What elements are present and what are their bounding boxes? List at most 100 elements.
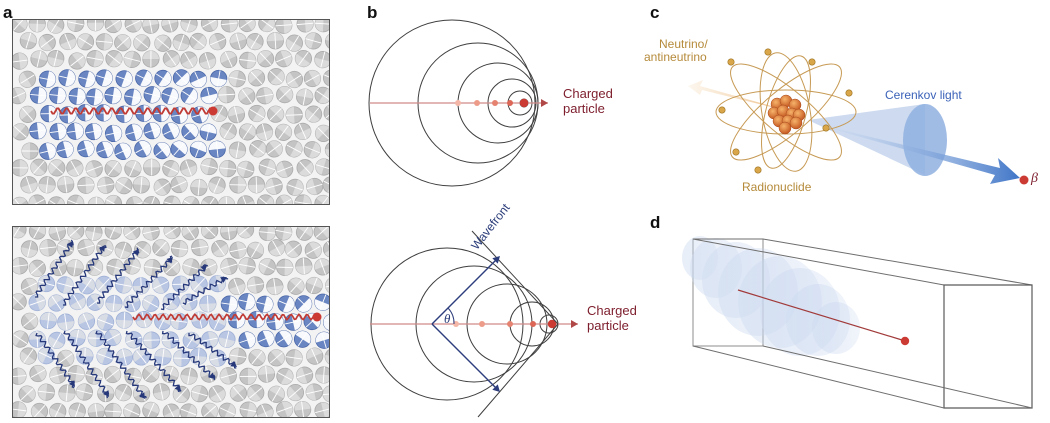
dipole-molecule-icon bbox=[85, 258, 104, 276]
dipole-molecule-icon bbox=[87, 403, 105, 417]
dipole-molecule-icon bbox=[267, 105, 285, 123]
dipole-molecule-icon bbox=[115, 177, 133, 195]
emission-wave-up bbox=[35, 239, 74, 298]
dipole-molecule-icon bbox=[247, 176, 266, 194]
arrow-head-icon bbox=[66, 241, 73, 248]
dipole-molecule-icon bbox=[305, 383, 323, 401]
dipole-molecule-icon bbox=[47, 49, 65, 68]
dipole-molecule-icon bbox=[266, 312, 284, 331]
dipole-molecule-icon bbox=[37, 383, 55, 401]
dipole-molecule-icon bbox=[304, 105, 323, 123]
dipole-molecule-icon bbox=[285, 349, 303, 367]
dipole-molecule-icon bbox=[275, 330, 293, 348]
dipole-molecule-icon bbox=[238, 87, 256, 105]
dipole-molecule-icon bbox=[96, 347, 114, 365]
dipole-molecule-icon bbox=[153, 142, 171, 160]
dipole-molecule-icon bbox=[105, 294, 123, 313]
dipole-molecule-icon bbox=[97, 176, 115, 194]
dipole-molecule-icon bbox=[229, 347, 247, 365]
dipole-molecule-icon bbox=[181, 227, 199, 241]
dipole-molecule-icon bbox=[56, 276, 74, 294]
dipole-molecule-icon bbox=[124, 88, 142, 106]
dipole-molecule-icon bbox=[210, 69, 228, 88]
emission-wave-up bbox=[63, 245, 107, 306]
neutrino-label-line2: antineutrino bbox=[644, 50, 707, 64]
dipole-molecule-icon bbox=[162, 292, 180, 311]
particle-position-dot bbox=[492, 100, 498, 106]
dipole-molecule-icon bbox=[85, 160, 103, 178]
dipole-molecule-icon bbox=[39, 142, 57, 160]
dipole-molecule-icon bbox=[208, 176, 226, 194]
dipole-molecule-icon bbox=[237, 160, 255, 178]
charged-particle-icon bbox=[900, 336, 910, 346]
dipole-molecule-icon bbox=[152, 239, 170, 257]
charged-particle-icon bbox=[547, 319, 557, 329]
dipole-molecule-icon bbox=[19, 32, 37, 50]
dipole-molecule-icon bbox=[275, 50, 293, 68]
dipole-molecule-icon bbox=[285, 140, 303, 158]
dipole-molecule-icon bbox=[114, 241, 132, 259]
dipole-molecule-icon bbox=[239, 367, 257, 386]
dipole-molecule-icon bbox=[104, 160, 122, 178]
dipole-molecule-icon bbox=[133, 241, 152, 259]
dipole-molecule-icon bbox=[115, 311, 133, 329]
dipole-molecule-icon bbox=[38, 176, 56, 194]
dipole-molecule-icon bbox=[286, 178, 304, 196]
arrow-head-icon bbox=[220, 277, 227, 283]
dipole-molecule-icon bbox=[296, 159, 314, 177]
dipole-molecule-icon bbox=[77, 312, 96, 330]
dipole-molecule-icon bbox=[29, 86, 48, 104]
dipole-molecule-icon bbox=[30, 50, 48, 68]
charged-particle-top-line1: Charged bbox=[563, 86, 613, 101]
dipole-molecule-icon bbox=[125, 196, 144, 204]
dipole-molecule-icon bbox=[115, 348, 134, 366]
dipole-molecule-icon bbox=[67, 227, 85, 240]
dipole-molecule-icon bbox=[142, 294, 160, 312]
panel-label-c: c bbox=[650, 3, 660, 22]
dipole-molecule-icon bbox=[13, 87, 27, 105]
dipole-molecule-icon bbox=[200, 20, 219, 32]
dipole-molecule-icon bbox=[13, 330, 29, 348]
dipole-molecule-icon bbox=[103, 365, 122, 384]
dipole-molecule-icon bbox=[285, 106, 303, 124]
dipole-molecule-icon bbox=[209, 33, 227, 51]
dipole-molecule-icon bbox=[303, 69, 322, 88]
dipole-molecule-icon bbox=[248, 104, 266, 123]
dipole-molecule-icon bbox=[142, 331, 161, 349]
dipole-molecule-icon bbox=[172, 349, 191, 367]
dipole-molecule-icon bbox=[256, 50, 275, 68]
dipole-molecule-icon bbox=[104, 124, 123, 143]
dipole-molecule-icon bbox=[57, 349, 75, 367]
dipole-molecule-icon bbox=[114, 34, 132, 52]
dipole-molecule-icon bbox=[13, 367, 27, 385]
dipole-molecule-icon bbox=[315, 331, 329, 349]
dipole-molecule-icon bbox=[96, 239, 114, 257]
dipole-molecule-icon bbox=[255, 123, 274, 141]
dipole-molecule-icon bbox=[19, 347, 37, 365]
dipole-molecule-icon bbox=[228, 141, 247, 159]
dipole-molecule-icon bbox=[86, 20, 105, 32]
dipole-molecule-icon bbox=[322, 176, 329, 194]
dipole-molecule-icon bbox=[182, 196, 200, 204]
dipole-molecule-icon bbox=[28, 194, 46, 204]
dipole-molecule-icon bbox=[323, 104, 329, 122]
dipole-molecule-icon bbox=[220, 295, 238, 313]
dipole-molecule-icon bbox=[189, 32, 207, 51]
dipole-molecule-icon bbox=[274, 123, 293, 141]
dipole-molecule-icon bbox=[115, 276, 133, 294]
dipole-molecule-icon bbox=[85, 122, 103, 141]
dipole-molecule-icon bbox=[314, 402, 329, 417]
dipole-molecule-icon bbox=[68, 292, 86, 311]
dipole-molecule-icon bbox=[266, 277, 284, 296]
dipole-molecule-icon bbox=[162, 122, 180, 140]
dipole-molecule-icon bbox=[49, 366, 67, 384]
dipole-molecule-icon bbox=[180, 20, 198, 33]
dipole-molecule-icon bbox=[87, 196, 105, 204]
neutrino-label: Neutrino/ antineutrino bbox=[644, 38, 708, 64]
wavefront-line-upper bbox=[471, 230, 559, 325]
dipole-molecule-icon bbox=[258, 227, 277, 242]
dipole-molecule-icon bbox=[20, 240, 39, 258]
dipole-molecule-icon bbox=[284, 240, 302, 258]
dipole-molecule-icon bbox=[266, 32, 284, 50]
